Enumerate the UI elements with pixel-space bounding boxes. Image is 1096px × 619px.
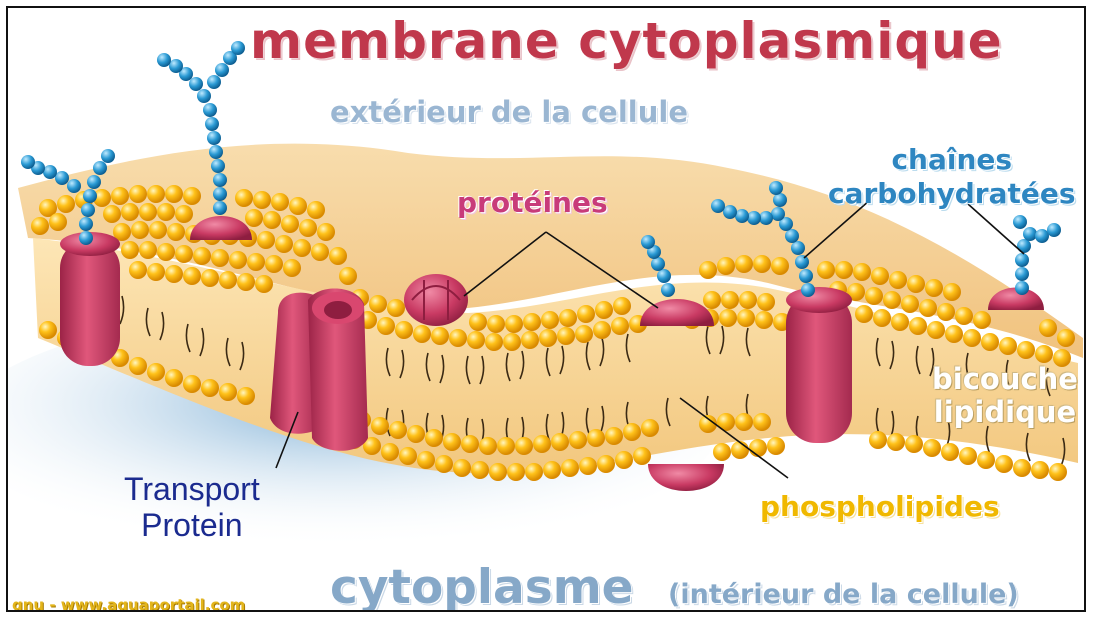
label-phospholipids: phospholipides <box>760 493 1000 521</box>
peripheral-protein <box>404 274 468 326</box>
transmembrane-protein-right <box>786 287 852 443</box>
diagram-title: membrane cytoplasmique <box>250 16 1003 66</box>
transmembrane-protein-left <box>60 232 120 366</box>
label-proteins: protéines <box>457 189 608 217</box>
label-bilayer-line2: lipidique <box>932 396 1078 429</box>
label-carbohydrate-line2: carbohydratées <box>828 177 1076 211</box>
diagram-frame: membrane cytoplasmique extérieur de la c… <box>6 6 1086 612</box>
leader-carb-2 <box>968 204 1024 254</box>
label-transport-protein: Transport Protein <box>124 471 260 543</box>
label-bilayer-line1: bicouche <box>932 363 1078 396</box>
label-cytoplasm-note: (intérieur de la cellule) <box>668 581 1019 608</box>
label-transport-line2: Protein <box>124 507 260 543</box>
watermark-credit: gnu - www.aquaportail.com <box>12 598 245 612</box>
label-carbohydrate-chains: chaînes carbohydratées <box>828 143 1076 211</box>
transport-protein <box>270 288 368 450</box>
label-outside-cell: extérieur de la cellule <box>330 98 688 127</box>
label-transport-line1: Transport <box>124 471 260 507</box>
label-cytoplasm: cytoplasme <box>330 564 634 611</box>
label-carbohydrate-line1: chaînes <box>828 143 1076 177</box>
carbohydrate-chain-5 <box>1013 215 1061 295</box>
label-lipid-bilayer: bicouche lipidique <box>932 363 1078 429</box>
